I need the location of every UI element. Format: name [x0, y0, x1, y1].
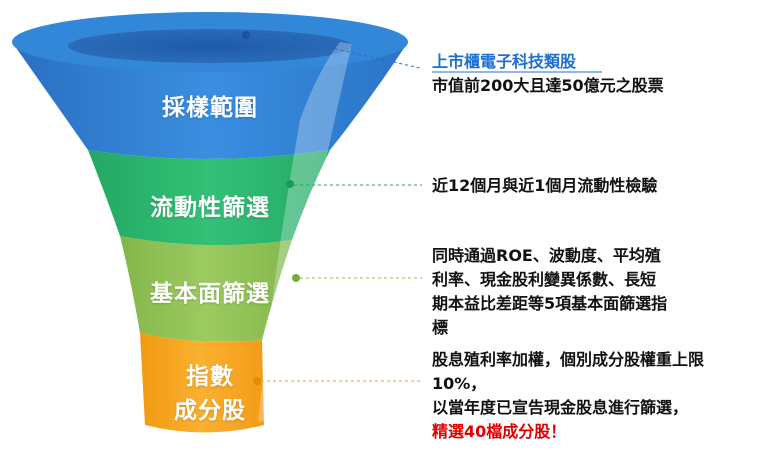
connector-dot-stage4: [253, 377, 261, 385]
stage1-title: 上市櫃電子科技類股: [432, 52, 577, 71]
stage4-line-1: 股息殖利率加權，個別成分股權重上限: [432, 350, 705, 369]
connector-line-stage1: [245, 34, 421, 69]
stage4-label-line2: 成分股: [174, 398, 246, 424]
stage2-line: 近12個月與近1個月流動性檢驗: [432, 176, 658, 195]
stage-label-sampling-scope: 採樣範圍: [162, 95, 258, 121]
stage-label-fundamental-screen: 基本面篩選: [150, 281, 270, 307]
stage1-description: 上市櫃電子科技類股 市值前200大且達50億元之股票: [432, 50, 664, 98]
funnel-mouth: [68, 29, 352, 63]
stage1-line: 市值前200大且達50億元之股票: [432, 76, 664, 95]
funnel-band-fundamental-screen: [120, 236, 292, 342]
funnel-band-liquidity-screen: [88, 150, 330, 246]
funnel-gloss: [258, 42, 352, 422]
stage3-line-4: 標: [432, 318, 449, 337]
stage4-label-line1: 指數: [186, 364, 234, 390]
connector-dot-stage2: [286, 180, 294, 188]
stage-label-index-constituents: 指數 成分股: [150, 360, 270, 428]
stage2-description: 近12個月與近1個月流動性檢驗: [432, 174, 657, 198]
connector-dot-stage3: [292, 274, 300, 282]
stage3-description: 同時通過ROE、波動度、平均殖 利率、現金股利變異係數、長短 期本益比差距等5項…: [432, 244, 667, 340]
stage4-line-2: 10%，: [432, 374, 487, 393]
stage3-line-3: 期本益比差距等5項基本面篩選指: [432, 294, 668, 313]
funnel-band-sampling-scope: [12, 42, 408, 159]
stage4-highlight: 精選40檔成分股！: [432, 422, 567, 441]
stage4-description: 股息殖利率加權，個別成分股權重上限 10%， 以當年度已宣告現金股息進行篩選， …: [432, 348, 704, 444]
stage3-line-1: 同時通過ROE、波動度、平均殖: [432, 246, 661, 265]
stage4-line-3: 以當年度已宣告現金股息進行篩選，: [432, 398, 689, 417]
stage-label-liquidity-screen: 流動性篩選: [150, 195, 270, 221]
funnel-band-index-constituents: [140, 333, 264, 433]
stage3-line-2: 利率、現金股利變異係數、長短: [432, 270, 657, 289]
